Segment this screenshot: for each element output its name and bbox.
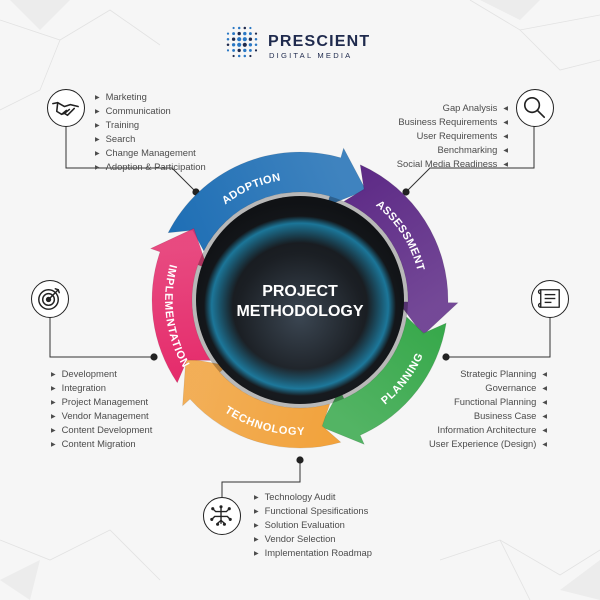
implementation-segment-arrow [149, 228, 212, 384]
list-item: Functional Spesifications [254, 505, 372, 519]
list-item: Business Case [429, 410, 547, 424]
connector-dot-technology [296, 456, 304, 464]
logo-dot [242, 37, 247, 42]
handshake-icon [52, 101, 79, 117]
list-item: Business Requirements [397, 116, 508, 130]
logo-dot [254, 32, 258, 35]
logo-dot [226, 49, 230, 52]
logo-dot [237, 48, 241, 53]
logo-dot [243, 54, 247, 58]
list-item: Marketing [95, 91, 206, 105]
brand-name: PRESCIENT [268, 33, 371, 50]
logo-dot [226, 43, 230, 47]
logo-dot [248, 37, 253, 41]
list-item: Vendor Management [51, 410, 152, 424]
logo-dot [226, 32, 230, 35]
logo-dot [248, 48, 252, 52]
planning-item-list: Strategic PlanningGovernanceFunctional P… [429, 368, 547, 452]
logo-dot [254, 49, 258, 52]
logo-dot [237, 26, 241, 30]
magnifier-icon [523, 96, 546, 119]
brand-tagline: DIGITAL MEDIA [269, 51, 353, 60]
logo-dot [248, 32, 252, 36]
logo-dot [254, 43, 258, 47]
list-item: Project Management [51, 396, 152, 410]
list-item: Integration [51, 382, 152, 396]
list-item: Content Development [51, 424, 153, 438]
logo-dot [232, 26, 235, 30]
list-item: Social Media Readiness [397, 158, 508, 172]
logo-dot [243, 48, 247, 53]
logo-dot [249, 26, 252, 30]
logo-dot [248, 43, 253, 47]
logo-dot [242, 42, 247, 47]
list-item: Information Architecture [429, 424, 547, 438]
logo-dot [231, 37, 236, 41]
list-item: Functional Planning [429, 396, 547, 410]
logo-dot [237, 31, 241, 36]
list-item: Training [95, 119, 206, 133]
list-item: Adoption & Participation [95, 161, 206, 175]
list-item: Technology Audit [254, 491, 372, 505]
list-item: Vendor Selection [254, 533, 372, 547]
list-item: User Requirements [397, 130, 508, 144]
cycle-segments [149, 147, 459, 449]
connector-dot-assessment [402, 188, 410, 196]
list-item: Change Management [95, 147, 206, 161]
logo-dot [231, 43, 236, 47]
logo-dot [232, 54, 235, 58]
assessment-segment-arrow [343, 164, 459, 336]
center-title-line1: PROJECT [262, 283, 338, 300]
list-item: User Experience (Design) [429, 438, 547, 452]
list-item: Benchmarking [397, 144, 508, 158]
circuit-icon [210, 505, 232, 526]
logo-dot [237, 54, 241, 58]
connector-dot-planning [442, 353, 450, 361]
logo-dot [249, 54, 252, 58]
technology-segment-arrow [182, 357, 342, 449]
logo-dot [232, 48, 236, 52]
adoption-icon-badge [47, 89, 85, 127]
logo-dot [232, 32, 236, 36]
adoption-item-list: MarketingCommunicationTrainingSearchChan… [95, 91, 206, 175]
implementation-item-list: DevelopmentIntegrationProject Management… [51, 368, 153, 452]
connector-dot-implementation [150, 353, 158, 361]
logo-dot [237, 37, 242, 42]
list-item: Gap Analysis [397, 102, 508, 116]
adoption-segment-arrow [167, 147, 367, 252]
implementation-icon-badge [31, 280, 69, 318]
blueprint-icon [537, 289, 560, 308]
logo-dot [237, 42, 242, 47]
logo-dot [243, 26, 247, 30]
list-item: Content Migration [51, 438, 152, 452]
list-item: Solution Evaluation [254, 519, 372, 533]
technology-item-list: Technology AuditFunctional Spesification… [254, 491, 372, 561]
planning-icon-badge [531, 280, 569, 318]
dotted-globe-icon [226, 26, 258, 58]
assessment-item-list: Gap AnalysisBusiness RequirementsUser Re… [397, 102, 508, 172]
logo-dot [243, 31, 247, 36]
target-icon [38, 288, 60, 310]
brand-logo: PRESCIENT DIGITAL MEDIA [222, 22, 382, 62]
logo-dot [254, 37, 258, 41]
core-glow [204, 216, 396, 396]
list-item: Development [51, 368, 152, 382]
assessment-icon-badge [516, 89, 554, 127]
list-item: Search [95, 133, 206, 147]
list-item: Strategic Planning [429, 368, 547, 382]
list-item: Communication [95, 105, 206, 119]
center-title-line2: METHODOLOGY [236, 303, 363, 320]
logo-dot [226, 37, 230, 41]
technology-icon-badge [203, 497, 241, 535]
list-item: Implementation Roadmap [254, 547, 372, 561]
list-item: Governance [429, 382, 547, 396]
